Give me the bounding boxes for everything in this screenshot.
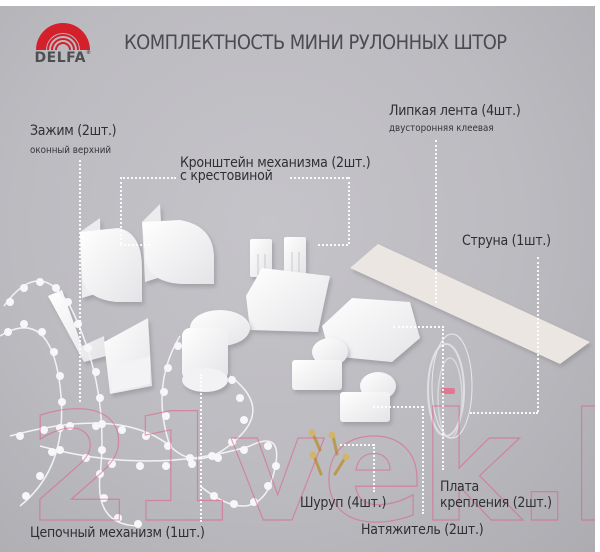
chain-drum [182,310,250,392]
chain-beads [4,278,280,528]
product-photo [0,204,590,528]
plate-leader-horizontal [393,326,444,328]
bracket-leader-bottom-left [120,244,150,246]
string-coil [427,333,473,439]
adhesive-tape [350,244,590,364]
mount-plate-label-line2: крепления (2шт.) [440,495,552,511]
bracket-label-line2: с крестовиной [180,168,273,184]
product-infographic: 21vek.by DELFA® КОМПЛЕКТНОСТЬ МИНИ РУЛОН… [0,6,595,552]
screws [311,432,347,476]
bracket-leader-top-left [120,177,176,179]
page-title: КОМПЛЕКТНОСТЬ МИНИ РУЛОННЫХ ШТОР [124,31,507,54]
rainbow-arch-icon [36,23,90,51]
plate-leader-vertical [442,326,444,470]
string-leader-horizontal [470,412,538,414]
window-clamps [48,290,152,394]
bracket-clips [250,237,306,277]
end-cap-left [80,218,142,302]
bracket-leader-left [120,177,122,244]
tape-sublabel: двусторонняя клеевая [389,123,494,134]
tensioner-2 [340,372,396,422]
chain-leader [200,374,202,522]
bracket-leader-right [348,177,350,244]
tensioner-leader-vertical [422,406,424,514]
brand-name: DELFA® [34,50,92,66]
mount-plate-label: Плата [440,479,479,495]
string-label: Струна (1шт.) [462,233,551,249]
screw-label: Шуруп (4шт.) [300,495,387,511]
bracket-leader-bottom-right [318,244,348,246]
string-leader-vertical [537,257,539,412]
clamp-sublabel: оконный верхний [30,145,112,156]
tape-leader [435,140,437,303]
tensioner-label: Натяжитель (2шт.) [361,522,484,538]
end-cap-right [142,204,214,284]
tensioner-1 [292,338,348,390]
watermark: 21vek.by [27,382,595,552]
tape-label: Липкая лента (4шт.) [389,103,521,119]
bracket-label: Кронштейн механизма (2шт.) [180,155,371,171]
bracket-leader-top-right [290,177,348,179]
screw-leader-vertical [373,444,375,492]
tensioner-leader-horizontal [373,406,423,408]
chain-label: Цепочный механизм (1шт.) [30,525,205,541]
screw-leader-horizontal [340,444,374,446]
delfa-logo: DELFA® [30,12,96,72]
mount-plate-2 [322,298,420,362]
clamp-leader [79,160,81,402]
mount-plate-1 [246,268,330,332]
clamp-label: Зажим (2шт.) [30,123,117,139]
